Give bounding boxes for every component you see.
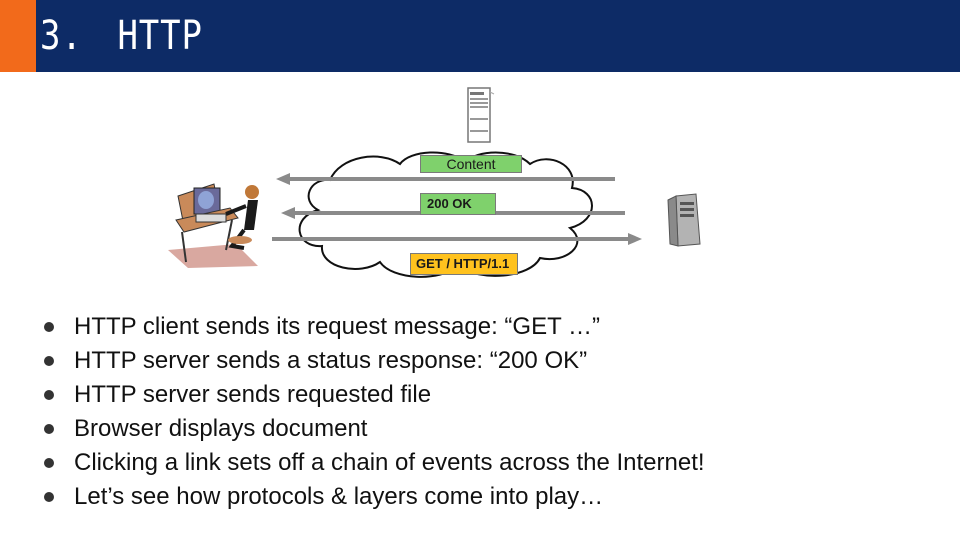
bullet-text: Browser displays document <box>74 415 368 442</box>
content-label: Content <box>420 155 522 173</box>
bullet-item: Let’s see how protocols & layers come in… <box>44 480 705 514</box>
bullet-list: HTTP client sends its request message: “… <box>44 310 705 514</box>
bullet-text: Let’s see how protocols & layers come in… <box>74 483 604 510</box>
bullet-item: Browser displays document <box>44 412 705 446</box>
server-icon <box>667 193 701 247</box>
bullet-dot-icon <box>44 390 54 400</box>
title-bar <box>0 0 960 72</box>
get-request-label: GET / HTTP/1.1 <box>410 253 518 275</box>
bullet-item: HTTP server sends requested file <box>44 378 705 412</box>
bullet-dot-icon <box>44 492 54 502</box>
bullet-dot-icon <box>44 356 54 366</box>
bullet-item: HTTP client sends its request message: “… <box>44 310 705 344</box>
bullet-dot-icon <box>44 322 54 332</box>
bullet-text: Clicking a link sets off a chain of even… <box>74 449 705 476</box>
status-200-ok-label: 200 OK <box>420 193 496 215</box>
client-user-illustration <box>168 183 259 268</box>
title-accent-block <box>0 0 36 72</box>
bullet-item: HTTP server sends a status response: “20… <box>44 344 705 378</box>
document-icon <box>467 87 495 143</box>
bullet-text: HTTP server sends a status response: “20… <box>74 347 588 374</box>
slide-title: 3. HTTP <box>40 13 203 59</box>
bullet-text: HTTP server sends requested file <box>74 381 432 408</box>
bullet-text: HTTP client sends its request message: “… <box>74 313 600 340</box>
bullet-dot-icon <box>44 424 54 434</box>
bullet-dot-icon <box>44 458 54 468</box>
bullet-item: Clicking a link sets off a chain of even… <box>44 446 705 480</box>
